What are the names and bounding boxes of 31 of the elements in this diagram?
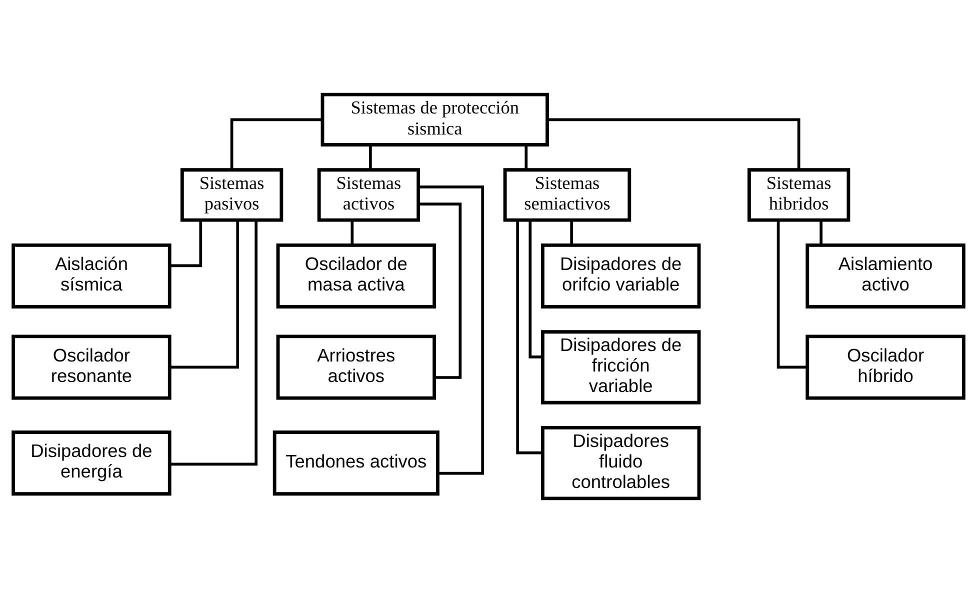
node-box: Oscilador híbrido bbox=[806, 334, 966, 400]
connector bbox=[418, 202, 462, 378]
node-box: Disipadores de fricción variable bbox=[540, 330, 701, 404]
node-box: Disipadores de energía bbox=[12, 430, 172, 496]
connector bbox=[820, 220, 822, 245]
node-box: Sistemas semiactivos bbox=[503, 168, 632, 222]
node-box: Disipadores fluido controlables bbox=[540, 425, 701, 500]
connector bbox=[516, 220, 543, 454]
node-box: Sistemas de protección sismica bbox=[320, 92, 549, 146]
node-box: Sistemas hibridos bbox=[747, 168, 850, 222]
node-box: Arriostres activos bbox=[276, 334, 436, 400]
connector bbox=[528, 220, 542, 358]
node-box: Sistemas pasivos bbox=[180, 168, 284, 222]
node-box: Sistemas activos bbox=[317, 168, 420, 222]
node-box: Disipadores de orifcio variable bbox=[540, 242, 701, 308]
connector bbox=[418, 185, 484, 474]
node-box: Tendones activos bbox=[272, 430, 440, 496]
connector bbox=[170, 220, 258, 466]
node-box: Aislamiento activo bbox=[806, 242, 966, 308]
connector bbox=[170, 220, 240, 368]
node-box: Aislación sísmica bbox=[12, 242, 172, 308]
connector bbox=[776, 220, 808, 368]
connector bbox=[170, 220, 202, 267]
connector bbox=[350, 220, 354, 245]
connector bbox=[524, 144, 528, 169]
connector bbox=[548, 118, 800, 169]
connector bbox=[230, 118, 322, 169]
connector bbox=[369, 144, 372, 169]
connector bbox=[570, 220, 574, 245]
node-box: Oscilador de masa activa bbox=[276, 242, 436, 308]
node-box: Oscilador resonante bbox=[12, 334, 172, 400]
